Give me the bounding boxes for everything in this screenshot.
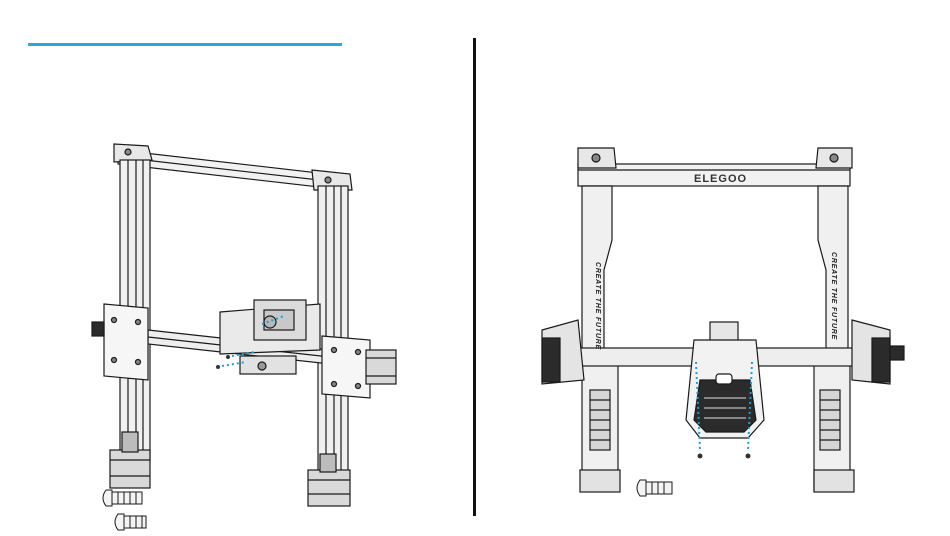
screw-icon bbox=[698, 454, 751, 459]
brand-text: ELEGOO bbox=[694, 173, 747, 185]
slogan-right: CREATE THE FUTURE bbox=[830, 252, 837, 340]
screw-icon bbox=[637, 480, 672, 496]
slogan-left: CREATE THE FUTURE bbox=[594, 262, 601, 350]
